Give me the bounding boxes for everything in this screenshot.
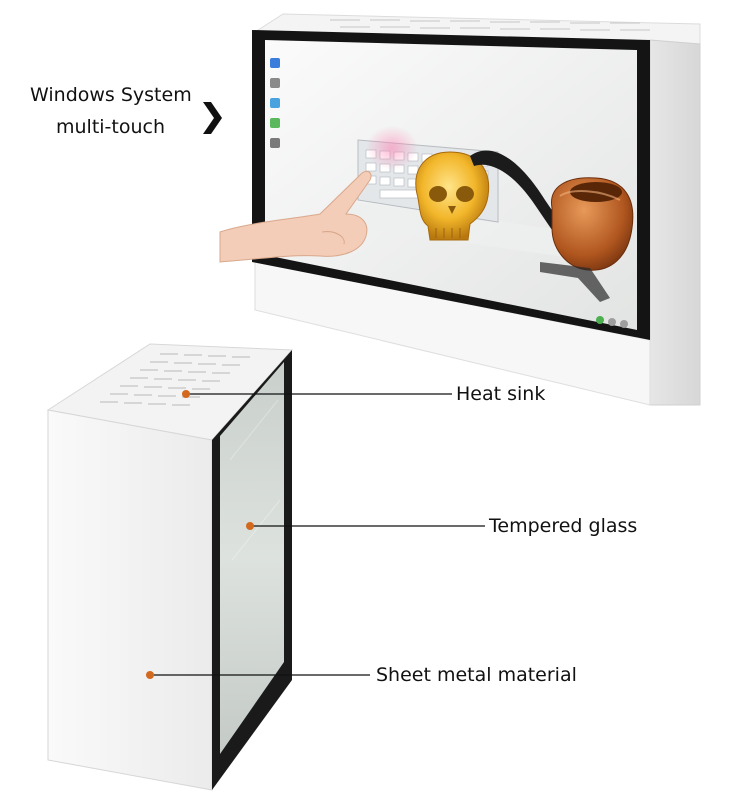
feature-label-line2: multi-touch xyxy=(56,116,166,138)
tempered-glass-label: Tempered glass xyxy=(489,515,638,537)
marker-dot xyxy=(182,390,190,398)
marker-dot xyxy=(246,522,254,530)
desktop-icons xyxy=(270,58,280,148)
taskbar-tray-icons xyxy=(596,316,628,328)
feature-label-line1: Windows System xyxy=(30,84,192,106)
pointing-hand xyxy=(219,170,372,263)
touch-glow xyxy=(366,126,418,170)
display-cabinet-lower xyxy=(46,343,294,791)
chevron-right-icon xyxy=(203,102,222,134)
callout-heat-sink xyxy=(182,390,452,398)
golden-skull xyxy=(415,151,490,241)
marker-dot xyxy=(146,671,154,679)
callout-tempered-glass xyxy=(246,522,485,530)
heat-sink-label: Heat sink xyxy=(456,383,546,405)
tempered-glass-panel xyxy=(220,362,284,754)
callout-sheet-metal xyxy=(146,671,370,679)
top-vent-holes-upper xyxy=(330,19,650,31)
tobacco-pipe xyxy=(470,150,634,302)
sheet-metal-label: Sheet metal material xyxy=(376,664,577,686)
display-cabinet-upper xyxy=(219,13,701,406)
